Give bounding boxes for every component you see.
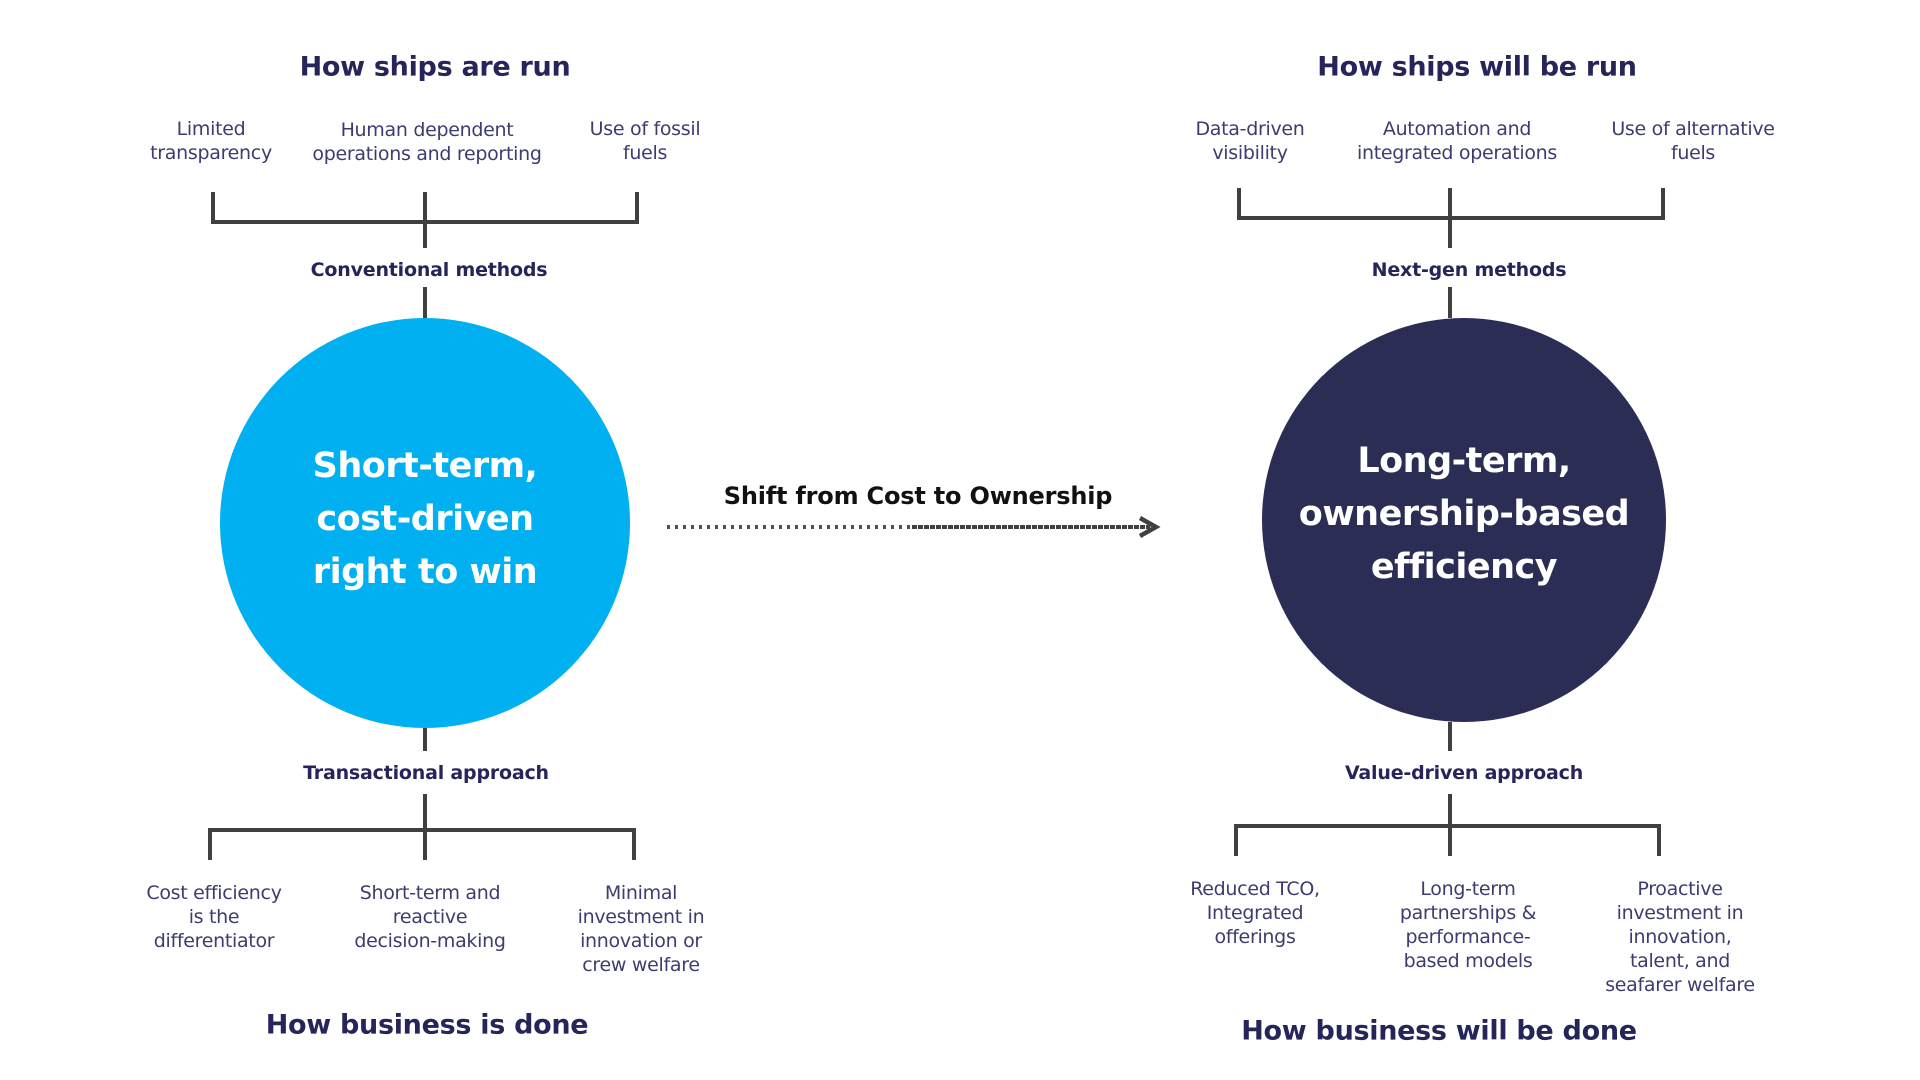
item-line: integrated operations	[1356, 142, 1558, 164]
arrowhead-icon	[1138, 516, 1161, 538]
item-line: based models	[1403, 950, 1533, 972]
item-line: visibility	[1212, 142, 1288, 164]
item-line: fuels	[1670, 142, 1716, 164]
item-line: decision-making	[354, 930, 506, 952]
item-line: Human dependent	[340, 119, 514, 141]
item-line: Automation and	[1382, 118, 1532, 140]
circle-line: efficiency	[1370, 546, 1558, 587]
item-line: partnerships &	[1399, 902, 1537, 924]
left-top-item: Use of fossil fuels	[590, 117, 701, 165]
right-top-item: Use of alternative fuels	[1611, 117, 1775, 165]
item-line: innovation or	[580, 930, 702, 952]
left-top-item: Limited transparency	[150, 117, 272, 165]
item-line: Short-term and	[359, 882, 501, 904]
right-bottom-bracket	[1234, 824, 1661, 856]
right-bottom-connector-label: Value-driven approach	[1344, 762, 1584, 784]
item-line: Integrated	[1206, 902, 1304, 924]
circle-line: Short-term,	[312, 445, 538, 486]
item-line: operations and reporting	[312, 143, 542, 165]
right-bottom-item: Long-term partnerships & performance- ba…	[1399, 877, 1537, 973]
item-line: seafarer welfare	[1605, 974, 1755, 996]
right-top-item: Automation and integrated operations	[1357, 117, 1557, 165]
item-line: offerings	[1214, 926, 1296, 948]
shift-arrow	[667, 516, 1161, 538]
item-line: Minimal	[604, 882, 678, 904]
left-bottom-item: Cost efficiency is the differentiator	[146, 881, 282, 953]
left-top-connector-label: Conventional methods	[310, 259, 548, 281]
item-line: investment in	[577, 906, 705, 928]
left-top-heading: How ships are run	[299, 51, 571, 83]
item-line: is the	[188, 906, 240, 928]
circle-line: ownership-based	[1298, 493, 1630, 534]
item-line: Long-term	[1420, 878, 1516, 900]
right-bottom-heading: How business will be done	[1241, 1015, 1637, 1047]
item-line: differentiator	[153, 930, 275, 952]
right-bottom-item: Proactive investment in innovation, tale…	[1605, 877, 1755, 997]
left-bottom-item: Minimal investment in innovation or crew…	[578, 881, 705, 977]
long-term-circle: Long-term, ownership-based efficiency	[1262, 318, 1666, 722]
item-line: Reduced TCO,	[1190, 878, 1320, 900]
right-top-heading: How ships will be run	[1317, 51, 1637, 83]
item-line: fuels	[622, 142, 668, 164]
item-line: Cost efficiency	[146, 882, 282, 904]
left-bottom-bracket	[208, 828, 636, 860]
right-top-item: Data-driven visibility	[1195, 117, 1304, 165]
circle-line: right to win	[312, 551, 538, 592]
circle-line: Long-term,	[1357, 440, 1571, 481]
item-line: Use of alternative	[1611, 118, 1775, 140]
item-line: transparency	[150, 142, 272, 164]
item-line: crew welfare	[582, 954, 700, 976]
right-bottom-item: Reduced TCO, Integrated offerings	[1190, 877, 1320, 949]
item-line: talent, and	[1629, 950, 1731, 972]
right-top-connector-label: Next-gen methods	[1371, 259, 1567, 281]
item-line: reactive	[392, 906, 468, 928]
left-bottom-heading: How business is done	[265, 1009, 589, 1041]
item-line: Proactive	[1637, 878, 1723, 900]
left-bottom-connector-label: Transactional approach	[303, 762, 549, 784]
long-term-circle-label: Long-term, ownership-based efficiency	[1298, 435, 1630, 594]
item-line: Use of fossil	[589, 118, 701, 140]
left-bottom-item: Short-term and reactive decision-making	[354, 881, 506, 953]
shift-label: Shift from Cost to Ownership	[723, 482, 1113, 510]
short-term-circle-label: Short-term, cost-driven right to win	[313, 440, 538, 599]
short-term-circle: Short-term, cost-driven right to win	[220, 318, 630, 728]
item-line: Limited	[176, 118, 246, 140]
item-line: Data-driven	[1195, 118, 1305, 140]
item-line: performance-	[1405, 926, 1531, 948]
item-line: innovation,	[1628, 926, 1732, 948]
circle-line: cost-driven	[316, 498, 534, 539]
left-top-item: Human dependent operations and reporting	[312, 118, 541, 166]
item-line: investment in	[1616, 902, 1744, 924]
